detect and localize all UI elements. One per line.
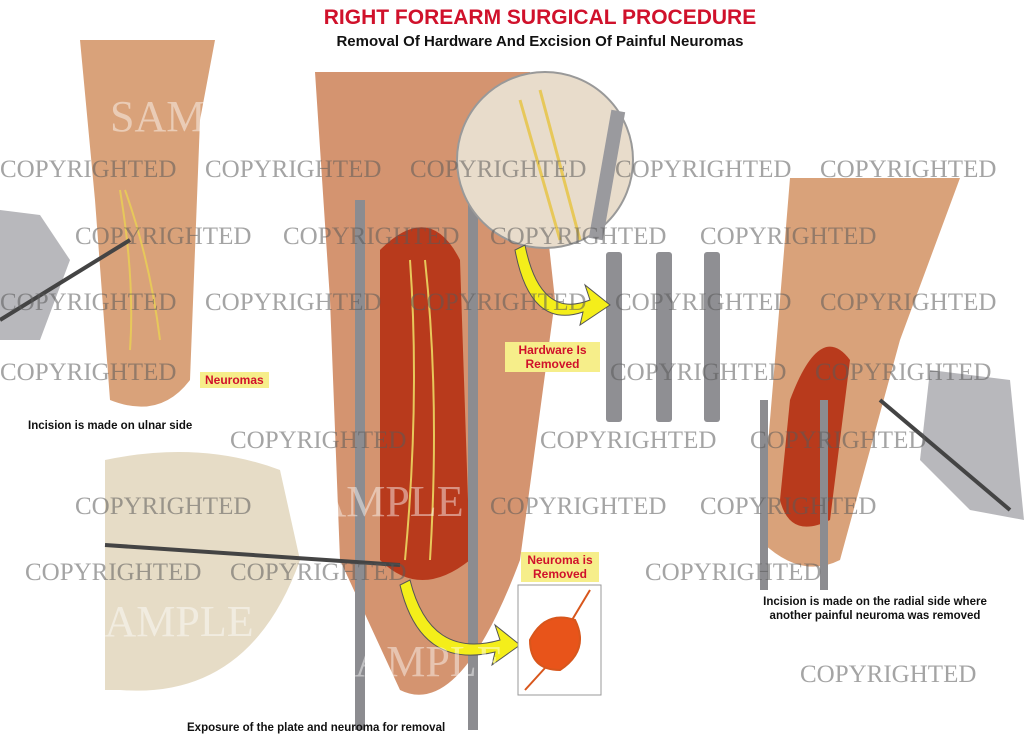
page-subtitle: Removal Of Hardware And Excision Of Pain… — [336, 33, 744, 50]
hardware-removed-label: Hardware Is Removed — [505, 342, 600, 372]
right-caption-line1: Incision is made on the radial side wher… — [763, 596, 987, 608]
retractor-right — [468, 200, 478, 730]
inset-plate — [588, 109, 626, 241]
plate-3 — [704, 252, 720, 422]
right-retractor — [820, 400, 828, 590]
left-hand-forceps — [105, 452, 300, 691]
left-probe — [0, 238, 132, 322]
center-nerves — [404, 259, 435, 561]
neuroma-removed-label: Neuroma is Removed — [521, 552, 599, 582]
left-caption: Incision is made on ulnar side — [28, 420, 193, 432]
right-probe — [878, 398, 1012, 512]
forceps — [104, 543, 401, 567]
left-neuroma-nerves — [119, 189, 161, 351]
right-retractor — [760, 400, 768, 590]
right-caption-line2: another painful neuroma was removed — [769, 610, 981, 622]
page-title: RIGHT FOREARM SURGICAL PROCEDURE — [323, 6, 757, 29]
plate-2 — [656, 252, 672, 422]
inset-nerves — [518, 89, 582, 241]
center-incision — [380, 227, 470, 581]
neuroma — [524, 589, 591, 691]
arrow-neuroma — [399, 579, 521, 667]
center-caption: Exposure of the plate and neuroma for re… — [187, 722, 446, 734]
right-glove-hand — [920, 370, 1024, 520]
neuromas-label: Neuromas — [200, 372, 269, 388]
arrow-hardware — [514, 244, 611, 327]
left-forearm — [80, 40, 215, 407]
retractor-left — [355, 200, 365, 730]
zoom-inset — [456, 71, 634, 249]
right-incision — [780, 346, 850, 527]
plate-1 — [606, 252, 622, 422]
left-glove-hand — [0, 210, 70, 340]
